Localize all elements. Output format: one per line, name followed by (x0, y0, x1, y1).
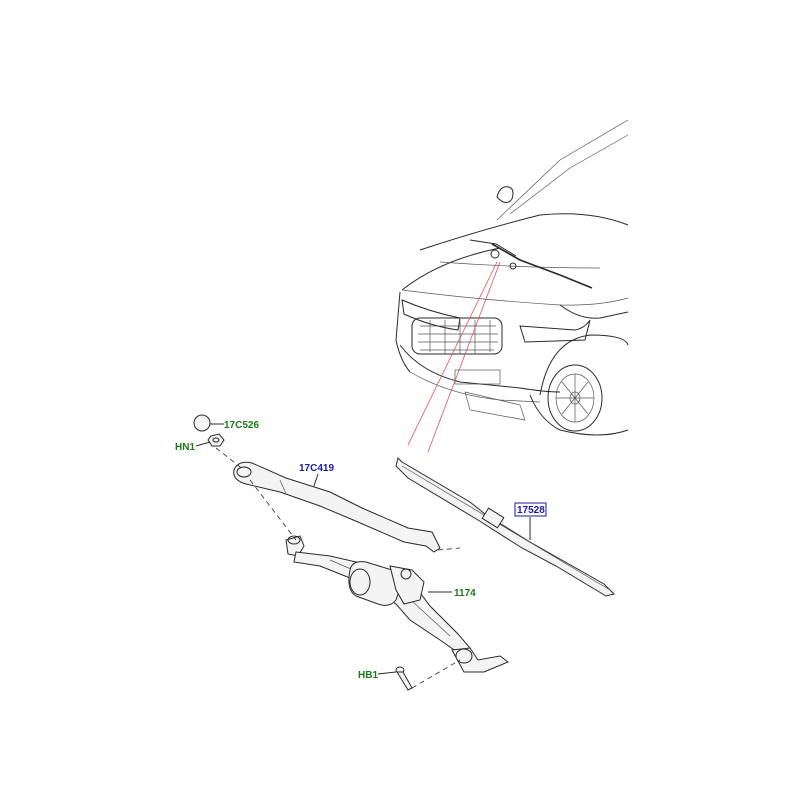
leader-HN1 (195, 441, 211, 447)
dash-nut-to-arm (215, 447, 245, 471)
lower-air-intake (464, 391, 526, 421)
wiper-arm-pivot-hole (236, 466, 252, 478)
wiper-blade-connector (481, 507, 505, 529)
headlight-right (519, 319, 591, 343)
wheel-arch (539, 334, 629, 396)
right-spindle-top (455, 648, 473, 664)
label-17528: 17528 (517, 505, 545, 516)
grille-bars (418, 325, 498, 351)
motor-end-cap (349, 568, 371, 596)
wiper-blade-rubber (401, 465, 611, 591)
wiper-arm-joint-line (279, 479, 287, 495)
installed-wiper-blade (491, 243, 593, 289)
label-HN1: HN1 (175, 442, 195, 453)
dash-arm-to-spindle (249, 479, 297, 541)
wiper-arm-part (233, 461, 441, 553)
bonnet-rear-edge (419, 213, 629, 251)
leader-17C419 (313, 473, 319, 487)
bumper-lower-edge (409, 371, 541, 403)
bolt-part (395, 666, 413, 691)
windscreen-top-edge (496, 119, 629, 221)
front-wheel-tyre (547, 364, 603, 432)
leader-HB1 (377, 671, 397, 675)
red-leader-left (407, 261, 498, 446)
headlight-left (401, 299, 461, 331)
motor-crank-pivot (400, 568, 412, 580)
cap-part (193, 414, 211, 432)
motor-gearbox (389, 565, 425, 605)
dash-arm-to-blade (437, 547, 461, 551)
front-bumper (399, 344, 561, 393)
label-17528-box (514, 502, 547, 517)
label-17C526: 17C526 (224, 420, 259, 431)
windscreen-inner-edge (509, 134, 629, 215)
wheel-hub (569, 391, 581, 405)
left-spindle-top (287, 535, 301, 545)
installed-wiper-pivot-2 (509, 262, 517, 270)
red-leader-right (427, 261, 501, 453)
body-left-corner (395, 291, 411, 373)
wiper-blade-part (395, 457, 615, 597)
side-mirror (496, 186, 514, 203)
label-17C419: 17C419 (299, 463, 334, 474)
wheel-spokes (556, 374, 594, 422)
front-lower-sill (529, 394, 629, 436)
grille-mesh (429, 320, 491, 354)
label-HB1: HB1 (358, 670, 378, 681)
installed-wiper-arm (469, 239, 517, 257)
bonnet-crease (439, 261, 601, 269)
front-grille (411, 317, 503, 355)
installed-wiper-pivot (490, 249, 500, 259)
label-1174: 1174 (454, 588, 476, 599)
vehicle-front-view (395, 119, 629, 436)
dash-bolt-to-bracket (411, 659, 461, 689)
bonnet-left-edge (401, 247, 501, 291)
motor-linkage-part (285, 535, 509, 673)
wiper-arm-body (233, 461, 441, 553)
number-plate (454, 369, 501, 385)
wing-line (559, 304, 629, 319)
nut-part (207, 433, 225, 447)
bonnet-front-edge (401, 289, 629, 306)
